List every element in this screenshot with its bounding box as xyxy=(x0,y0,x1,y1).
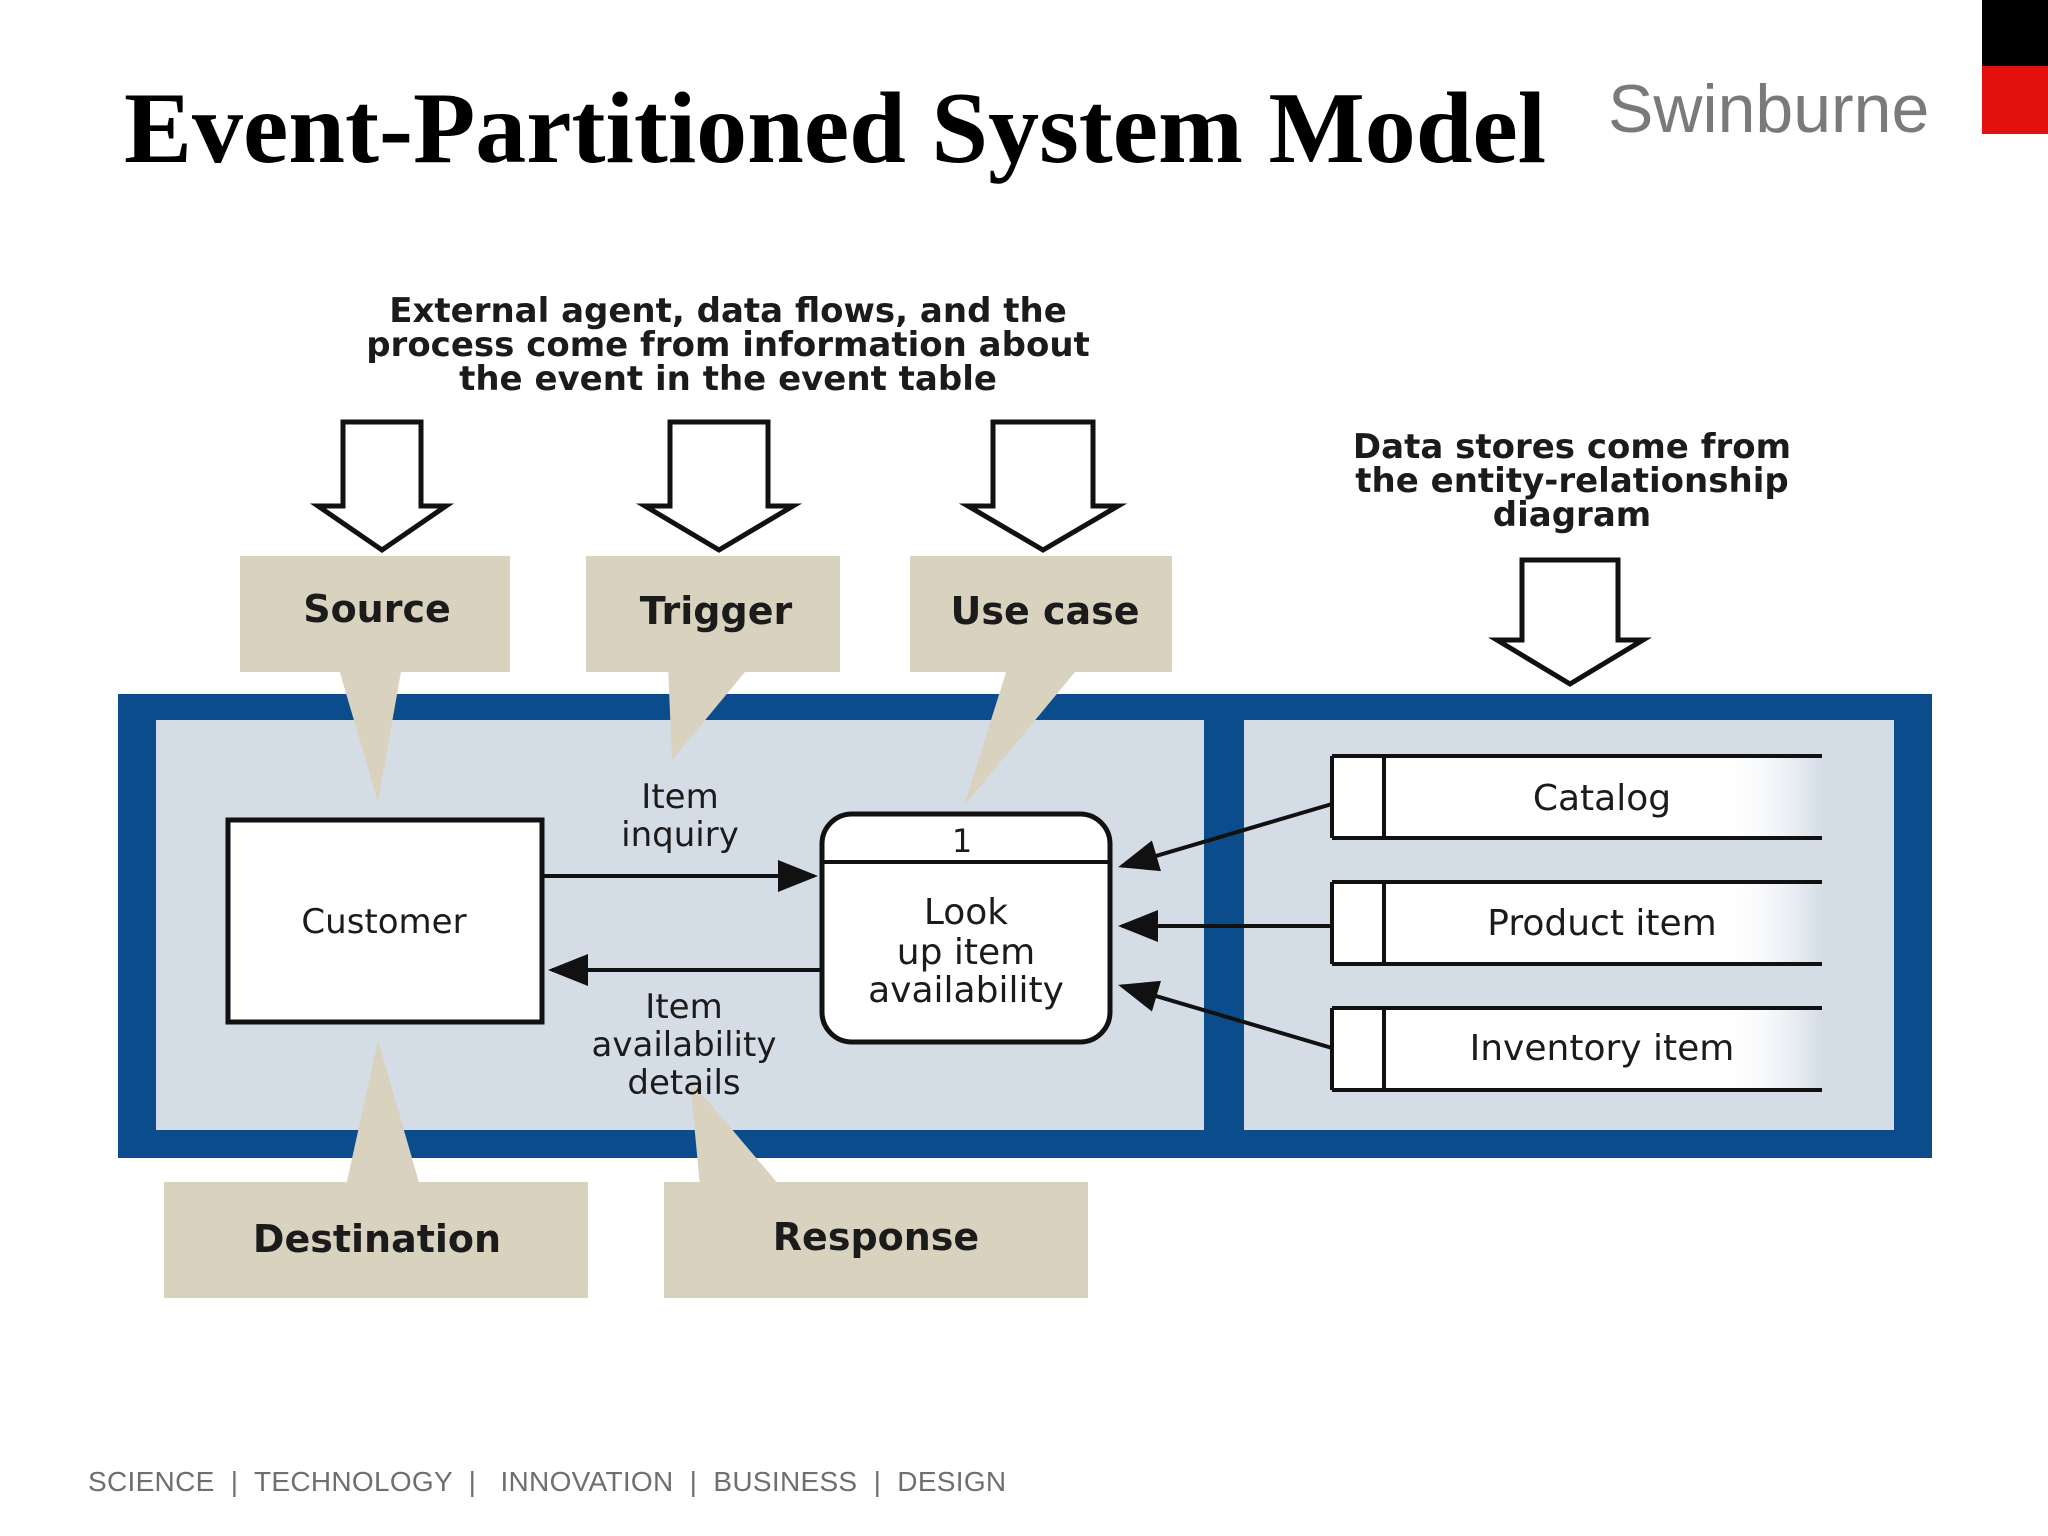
callout-trigger-label: Trigger xyxy=(640,589,793,633)
flow-catalog-arrow xyxy=(1118,802,1333,872)
callout-source-pointer xyxy=(338,666,402,802)
callout-use-case-pointer xyxy=(964,666,1080,806)
logo-block-black xyxy=(1982,0,2048,66)
note-left-line-3: the event in the event table xyxy=(459,359,997,399)
process-line-2: up item xyxy=(897,932,1035,973)
down-arrow-data-stores xyxy=(1488,557,1652,687)
callout-source xyxy=(240,556,510,672)
note-right-line-3: diagram xyxy=(1493,495,1651,535)
callout-trigger-pointer xyxy=(668,666,750,760)
flow-details-line-1: Item xyxy=(645,987,722,1027)
process-line-3: availability xyxy=(868,970,1064,1011)
flow-details-line-2: availability xyxy=(592,1025,777,1065)
callout-destination xyxy=(164,1182,588,1298)
flow-inquiry-line-2: inquiry xyxy=(621,815,739,855)
note-right-line-1: Data stores come from xyxy=(1353,427,1791,467)
flow-details-line-3: details xyxy=(627,1063,740,1103)
down-arrow-source xyxy=(309,419,455,554)
process-number: 1 xyxy=(952,822,972,860)
external-agent-box xyxy=(225,817,545,1025)
data-store-catalog: Catalog xyxy=(1330,754,1822,840)
flow-inventory-item-arrow xyxy=(1118,980,1333,1050)
brand-name: Swinburne xyxy=(1608,71,1930,147)
down-arrow-trigger xyxy=(635,419,803,553)
callout-use-case-label: Use case xyxy=(950,589,1139,633)
footer-tagline: SCIENCE | TECHNOLOGY | INNOVATION | BUSI… xyxy=(88,1466,1007,1497)
slide-title: Event-Partitioned System Model xyxy=(124,72,1547,185)
process-line-1: Look xyxy=(924,892,1008,933)
callout-response xyxy=(664,1182,1088,1298)
logo-block-red xyxy=(1982,66,2048,134)
data-store-product-item: Product item xyxy=(1330,880,1822,966)
process-box xyxy=(819,811,1113,1045)
callout-destination-label: Destination xyxy=(253,1217,501,1261)
data-store-inventory-item: Inventory item xyxy=(1330,1006,1822,1092)
callout-source-label: Source xyxy=(303,587,451,631)
note-right-line-2: the entity-relationship xyxy=(1355,461,1788,501)
callout-use-case xyxy=(910,556,1172,672)
data-store-label: Product item xyxy=(1487,903,1716,944)
note-left-line-1: External agent, data flows, and the xyxy=(389,291,1067,331)
callout-response-label: Response xyxy=(773,1215,979,1259)
note-left-line-2: process come from information about xyxy=(366,325,1090,365)
external-agent-label: Customer xyxy=(301,902,466,942)
data-store-label: Inventory item xyxy=(1470,1028,1735,1069)
flow-inquiry-line-1: Item xyxy=(641,777,718,817)
callout-response-pointer xyxy=(690,1080,780,1186)
data-store-label: Catalog xyxy=(1533,778,1671,819)
down-arrow-use-case xyxy=(958,419,1128,553)
callout-destination-pointer xyxy=(346,1040,420,1186)
callout-trigger xyxy=(586,556,840,672)
